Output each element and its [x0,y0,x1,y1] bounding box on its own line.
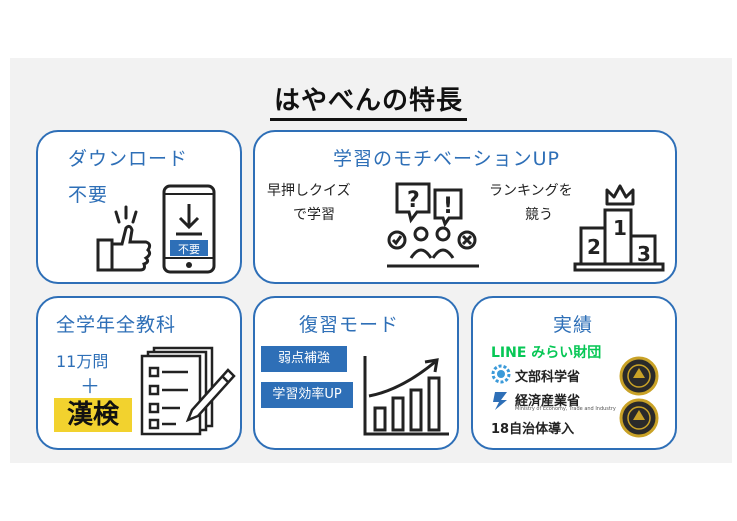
card-achievements-title: 実績 [553,314,594,336]
quiz-label-line2: で学習 [293,207,335,223]
tag-weakness: 弱点補強 [261,346,347,372]
phone-download-icon [162,184,216,274]
meti-logo-icon [493,392,507,410]
card-review-title: 復習モード [299,314,400,336]
quiz-label-line1: 早押しクイズ [267,183,351,199]
crown-icon [605,184,635,206]
card-subjects-title: 全学年全教科 [56,314,177,336]
thumbs-up-icon [96,205,152,272]
growth-chart-icon [363,356,449,436]
local-gov-label: 18自治体導入 [491,422,575,437]
svg-text:!: ! [443,194,453,219]
svg-text:?: ? [407,188,420,213]
podium-icon [573,208,665,272]
ranking-label-line1: ランキングを [489,183,573,199]
page-title: はやべんの特長 [0,80,737,121]
phone-badge-label: 不要 [178,243,200,256]
mext-label: 文部科学省 [515,370,581,385]
card-download: ダウンロード 不要 不要 [36,130,242,284]
card-subjects: 全学年全教科 11万問 ＋ 漢検 [36,296,242,450]
card-motivation: 学習のモチベーションUP 早押しクイズ で学習 ? ! ランキングを 競う 2 … [253,130,677,284]
podium-rank-3: 3 [637,242,651,266]
quiz-people-icon: ? ! [387,182,479,268]
ranking-label-line2: 競う [525,207,553,223]
meti-sublabel: Ministry of Economy, Trade and Industry [515,406,616,412]
line-foundation-logo: LINE みらい財団 [491,342,601,362]
card-achievements: 実績 LINE みらい財団 文部科学省 経済産業省 Ministry of Ec… [471,296,677,450]
award-medal-icon [619,356,659,396]
meti-label: 経済産業省 [515,394,581,409]
podium-rank-1: 1 [613,216,627,240]
card-download-subtitle: 不要 [68,184,109,206]
kanken-badge: 漢検 [54,398,132,432]
card-motivation-title: 学習のモチベーションUP [333,148,560,170]
tag-efficiency: 学習効率UP [261,382,353,408]
line-logo-text: LINE [491,345,527,361]
mext-logo-icon [491,364,511,384]
question-count: 11万問 [56,352,109,371]
podium-rank-2: 2 [587,235,601,259]
card-download-title: ダウンロード [68,148,189,170]
line-foundation-name: みらい財団 [531,345,602,361]
plus-sign: ＋ [80,374,100,398]
award-medal-icon [619,398,659,438]
worksheet-pencil-icon [140,346,236,436]
card-review: 復習モード 弱点補強 学習効率UP [253,296,459,450]
